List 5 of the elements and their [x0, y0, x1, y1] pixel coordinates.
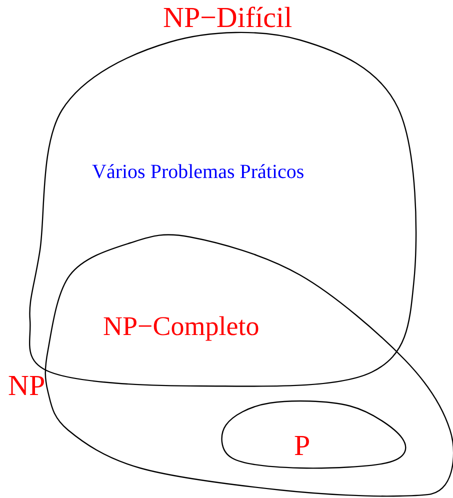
region-label: NP−Completo [103, 313, 260, 340]
set-description: Vários Problemas Práticos [92, 162, 304, 182]
set-label: NP [8, 372, 46, 401]
set-title: NP−Difícil [163, 4, 292, 33]
set-label: P [294, 432, 310, 461]
